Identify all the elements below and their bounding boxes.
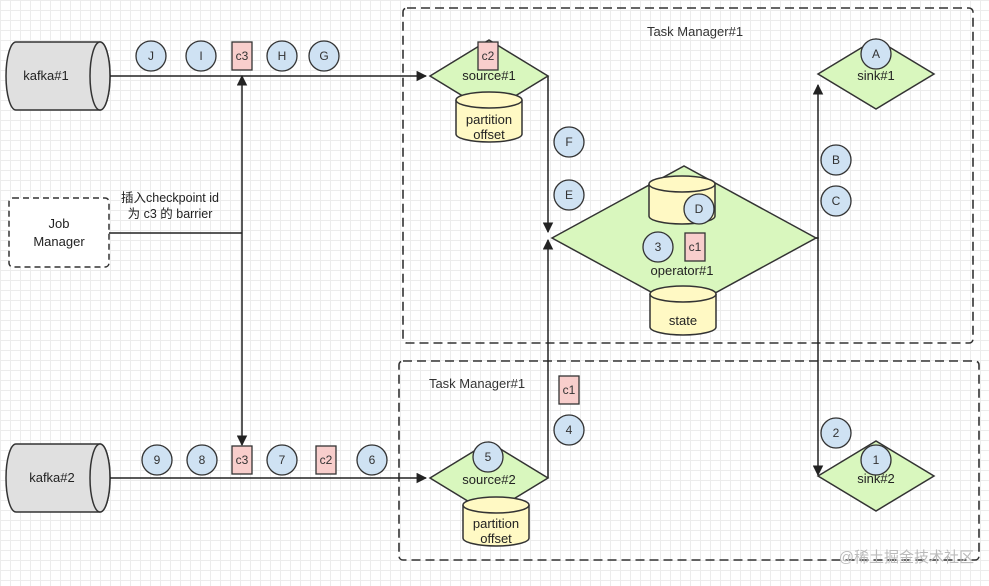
record-4: 4 [553, 414, 585, 446]
svg-text:9: 9 [154, 453, 161, 467]
source-1-offset-store: partition offset [455, 91, 523, 143]
task-manager-2-box [398, 360, 980, 561]
sink-2-label: sink#2 [857, 471, 895, 486]
svg-text:1: 1 [873, 453, 880, 467]
record-3: 3 [642, 231, 674, 263]
barrier-note-line2: 为 c3 的 barrier [128, 206, 213, 221]
record-1: 1 [860, 444, 892, 476]
barrier-note-line1: 插入checkpoint id [121, 191, 219, 205]
barrier-c1-operator: c1 [684, 232, 706, 262]
job-manager-label-line1: Job [49, 216, 70, 231]
svg-text:8: 8 [199, 453, 206, 467]
watermark-text: @稀土掘金技术社区 [839, 549, 974, 566]
record-5: 5 [472, 441, 504, 473]
operator-1-label: operator#1 [651, 263, 714, 278]
svg-text:D: D [695, 202, 704, 216]
operator-state-store: state [649, 285, 717, 336]
svg-text:3: 3 [655, 240, 662, 254]
svg-text:J: J [148, 49, 154, 63]
svg-text:G: G [319, 49, 328, 63]
record-f: F [553, 126, 585, 158]
record-7: 7 [266, 444, 298, 476]
kafka-1-label: kafka#1 [23, 68, 69, 83]
svg-text:F: F [565, 135, 572, 149]
svg-text:E: E [565, 188, 573, 202]
svg-text:B: B [832, 153, 840, 167]
svg-text:c1: c1 [563, 383, 576, 397]
svg-text:5: 5 [485, 450, 492, 464]
record-2: 2 [820, 417, 852, 449]
barrier-c2-source1: c2 [477, 41, 499, 71]
record-8: 8 [186, 444, 218, 476]
barrier-c3-kafka2: c3 [231, 445, 253, 475]
job-manager-box [8, 197, 110, 268]
task-manager-1-box [402, 7, 974, 344]
operator-to-sink1-arrow [812, 83, 824, 239]
barrier-c3-kafka1: c3 [231, 41, 253, 71]
operator-1-node [550, 165, 818, 311]
svg-text:H: H [278, 49, 287, 63]
record-j: J [135, 40, 167, 72]
svg-text:c2: c2 [482, 49, 495, 63]
operator-to-sink2-arrow [812, 237, 824, 477]
record-h: H [266, 40, 298, 72]
source-2-offset-line1: partition [473, 516, 519, 531]
record-6: 6 [356, 444, 388, 476]
record-d: D [683, 193, 715, 225]
svg-text:c2: c2 [320, 453, 333, 467]
source-2-offset-store: partition offset [462, 496, 530, 547]
svg-text:I: I [199, 49, 202, 63]
svg-text:4: 4 [566, 423, 573, 437]
svg-text:c3: c3 [236, 49, 249, 63]
job-manager-label-line2: Manager [33, 234, 85, 249]
sink-2-node [816, 440, 936, 512]
task-manager-2-title: Task Manager#1 [429, 376, 525, 391]
sink-1-label: sink#1 [857, 68, 895, 83]
source-1-offset-line2: offset [473, 127, 505, 142]
svg-text:2: 2 [833, 426, 840, 440]
barrier-c1-source2: c1 [558, 375, 580, 405]
operator-state-label: state [669, 313, 697, 328]
record-g: G [308, 40, 340, 72]
svg-text:A: A [872, 47, 880, 61]
svg-text:c1: c1 [689, 240, 702, 254]
source-2-label: source#2 [462, 472, 515, 487]
record-i: I [185, 40, 217, 72]
record-c: C [820, 185, 852, 217]
record-e: E [553, 179, 585, 211]
kafka-2-label: kafka#2 [29, 470, 75, 485]
svg-text:c3: c3 [236, 453, 249, 467]
svg-text:7: 7 [279, 453, 286, 467]
barrier-c2-kafka2: c2 [315, 445, 337, 475]
task-manager-1-title: Task Manager#1 [647, 24, 743, 39]
record-a: A [860, 38, 892, 70]
kafka-2-cylinder: kafka#2 [5, 443, 111, 513]
svg-text:6: 6 [369, 453, 376, 467]
record-9: 9 [141, 444, 173, 476]
svg-text:C: C [832, 194, 841, 208]
record-b: B [820, 144, 852, 176]
source-1-label: source#1 [462, 68, 515, 83]
sink-1-node [816, 38, 936, 110]
kafka-1-cylinder: kafka#1 [5, 41, 111, 111]
source-1-offset-line1: partition [466, 112, 512, 127]
source-2-offset-line2: offset [480, 531, 512, 546]
